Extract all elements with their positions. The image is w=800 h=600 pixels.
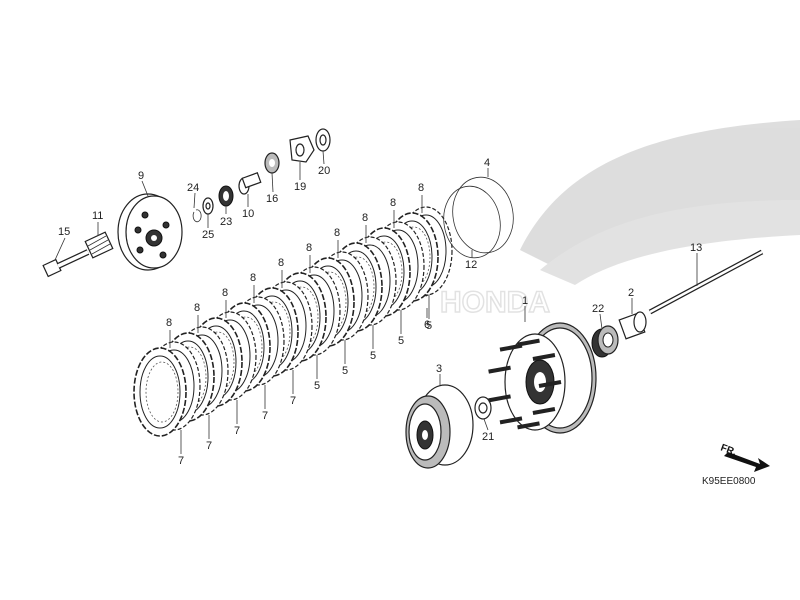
direction-label: FR.: [719, 442, 738, 458]
part-16-nut: [264, 152, 280, 174]
callout-5: 5: [314, 380, 320, 392]
callout-2: 2: [628, 287, 634, 299]
callout-8: 8: [362, 212, 368, 224]
clutch-outer-finger: [488, 365, 511, 374]
callout-9: 9: [138, 170, 144, 182]
part-23-bearing: [218, 185, 234, 207]
callout-21: 21: [482, 431, 494, 443]
callout-23: 23: [220, 216, 232, 228]
callout-8: 8: [306, 242, 312, 254]
callout-7: 7: [234, 425, 240, 437]
callout-8: 8: [194, 302, 200, 314]
callout-7: 7: [206, 440, 212, 452]
part-22-needle-bearing: [591, 325, 619, 358]
callout-5: 5: [398, 335, 404, 347]
part-19-lock-washer: [289, 135, 315, 163]
callout-13: 13: [690, 242, 702, 254]
callout-8: 8: [418, 182, 424, 194]
part-3-clutch-center: [405, 384, 474, 469]
callout-25: 25: [202, 229, 214, 241]
callout-8: 8: [166, 317, 172, 329]
part-25-washer: [202, 197, 214, 215]
callout-20: 20: [318, 165, 330, 177]
callout-24: 24: [187, 182, 199, 194]
callout-7: 7: [290, 395, 296, 407]
callout-3: 3: [436, 363, 442, 375]
callout-8: 8: [334, 227, 340, 239]
clutch-disc-stack: [133, 206, 453, 437]
callout-22: 22: [592, 303, 604, 315]
callout-5: 5: [370, 350, 376, 362]
clutch-outer-finger: [517, 338, 540, 347]
callout-8: 8: [278, 257, 284, 269]
part-1-clutch-outer: [488, 322, 597, 434]
part-10-lifter-piece: [238, 172, 262, 195]
part-21-washer: [474, 396, 492, 420]
watermark-text: HONDA: [440, 286, 550, 319]
front-arrow-icon: [724, 452, 770, 472]
callout-12: 12: [465, 259, 477, 271]
callout-15: 15: [58, 226, 70, 238]
part-15-bolt: [42, 249, 90, 278]
callout-labels: 15 11 9 24 25 23 10 16 19 20 4 12 6 1 3 …: [58, 157, 702, 443]
callout-11: 11: [92, 210, 103, 222]
honda-wing-watermark: HONDA: [439, 120, 800, 320]
part-20-washer: [315, 128, 331, 152]
callout-4: 4: [484, 157, 490, 169]
diagram-code: K95EE0800: [702, 476, 756, 487]
part-11-spring: [84, 231, 114, 259]
callout-7: 7: [262, 410, 268, 422]
clutch-outer-finger: [517, 421, 540, 430]
clutch-outer-finger: [532, 353, 556, 361]
callout-6: 6: [424, 319, 430, 331]
front-direction-indicator: FR.: [719, 442, 770, 472]
callout-10: 10: [242, 208, 254, 220]
part-4-judder-spring: [452, 176, 514, 254]
callout-1: 1: [522, 295, 528, 307]
leader-lines: [54, 150, 698, 431]
callout-5: 5: [426, 320, 432, 332]
clutch-outer-finger: [488, 394, 511, 403]
clutch-plate: [133, 347, 187, 437]
callout-16: 16: [266, 193, 278, 205]
part-2-collar: [618, 311, 647, 340]
clutch-outer-finger: [538, 380, 562, 388]
callout-19: 19: [294, 181, 306, 193]
callout-8: 8: [250, 272, 256, 284]
disc-callout-labels: 8 7 8 7 8 7 8 7 8 7 8 5 8 5 8 5 8 5 8 5: [166, 182, 432, 467]
callout-7: 7: [178, 455, 184, 467]
part-24-circlip: [192, 209, 202, 223]
callout-5: 5: [342, 365, 348, 377]
part-12-spring-seat: [443, 185, 501, 259]
callout-8: 8: [222, 287, 228, 299]
callout-8: 8: [390, 197, 396, 209]
part-9-pressure-plate: [117, 193, 183, 271]
part-13-push-rod: [648, 249, 764, 315]
clutch-outer-finger: [499, 416, 523, 425]
clutch-outer-finger: [532, 407, 556, 415]
